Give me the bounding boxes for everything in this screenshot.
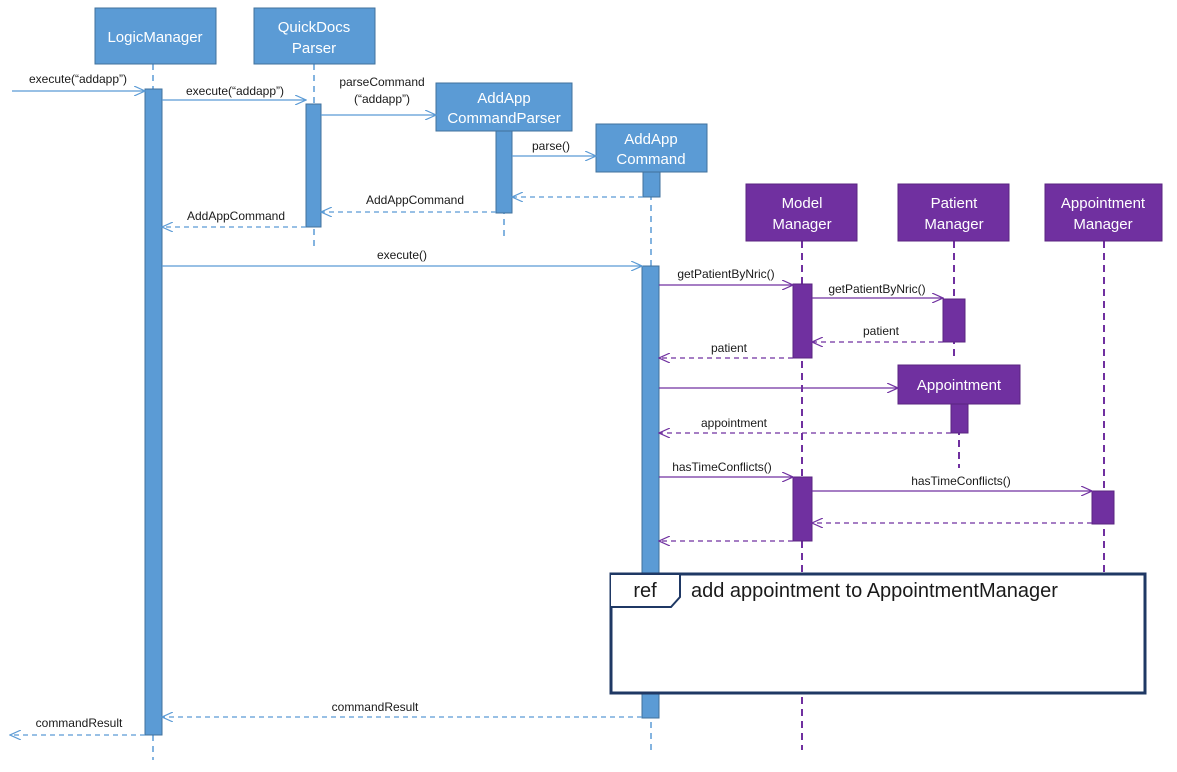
message-return-conflicts-1 <box>0 0 1092 523</box>
message-parse-command: parseCommand (“addapp”) <box>321 75 436 115</box>
activation-addapp-command-parser <box>495 130 513 214</box>
text-line: QuickDocs <box>278 19 351 36</box>
text-line: getPatientByNric() <box>677 267 774 281</box>
message-return-command-result-2: commandResult <box>10 716 145 735</box>
participant-logic-manager: LogicManager <box>94 7 217 65</box>
message-get-patient-by-nric-1: getPatientByNric() <box>659 267 793 285</box>
text-line: AddApp <box>477 90 530 107</box>
text-line: hasTimeConflicts() <box>911 474 1011 488</box>
activation-model-manager-1 <box>792 283 813 359</box>
message-parse: parse() <box>512 139 596 156</box>
message-has-time-conflicts-1: hasTimeConflicts() <box>659 460 793 477</box>
activation-addapp-command-creation <box>642 171 661 198</box>
message-label: parse() <box>532 139 570 153</box>
text-line: Manager <box>772 216 831 233</box>
message-label: execute(“addapp”) <box>186 84 284 98</box>
message-label: hasTimeConflicts() <box>672 460 772 474</box>
participant-label: Appointment <box>917 377 1002 394</box>
message-return-appointment: appointment <box>659 416 951 433</box>
activation-patient-manager <box>942 298 966 343</box>
message-return-conflicts-2 <box>0 0 793 541</box>
activation-appointment <box>950 403 969 434</box>
text-line: execute() <box>377 248 427 262</box>
message-label: parseCommand (“addapp”) <box>339 75 424 106</box>
message-return-addappcommand-1: AddAppCommand <box>366 193 643 207</box>
text-line: commandResult <box>332 700 419 714</box>
message-label: getPatientByNric() <box>677 267 774 281</box>
message-label: patient <box>711 341 748 355</box>
participant-label: LogicManager <box>107 29 202 46</box>
text-line: CommandParser <box>447 110 560 127</box>
activation-model-manager-2 <box>792 476 813 542</box>
text-line: execute(“addapp”) <box>186 84 284 98</box>
message-label: hasTimeConflicts() <box>911 474 1011 488</box>
text-line: execute(“addapp”) <box>29 72 127 86</box>
message-label: getPatientByNric() <box>828 282 925 296</box>
text-line: Appointment <box>1061 195 1146 212</box>
message-execute-addapp-incoming: execute(“addapp”) <box>12 72 145 91</box>
text-line: parseCommand <box>339 75 424 89</box>
text-line: Appointment <box>917 377 1002 394</box>
message-return-addappcommand-2: AddAppCommand <box>162 209 306 227</box>
activation-quickdocs-parser <box>305 103 322 228</box>
message-label: patient <box>863 324 900 338</box>
text-line: AddAppCommand <box>366 193 464 207</box>
text-line: AddApp <box>624 131 677 148</box>
text-line: Parser <box>292 40 336 57</box>
text-line: patient <box>863 324 900 338</box>
message-label: execute(“addapp”) <box>29 72 127 86</box>
ref-title: add appointment to AppointmentManager <box>691 580 1058 602</box>
text-line: Model <box>782 195 823 212</box>
text-line: hasTimeConflicts() <box>672 460 772 474</box>
text-line: getPatientByNric() <box>828 282 925 296</box>
message-label: AddAppCommand <box>187 209 285 223</box>
messages: execute(“addapp”) execute(“addapp”) pars… <box>0 0 1092 735</box>
message-label: execute() <box>377 248 427 262</box>
message-execute: execute() <box>162 248 642 266</box>
message-return-patient-1: patient <box>812 324 943 342</box>
text-line: commandResult <box>36 716 123 730</box>
participant-appointment: Appointment <box>897 364 1021 405</box>
message-has-time-conflicts-2: hasTimeConflicts() <box>812 474 1092 491</box>
message-label: commandResult <box>36 716 123 730</box>
message-create-appointment <box>659 0 898 388</box>
ref-tag: ref <box>633 580 657 602</box>
message-return-command-result-1: commandResult <box>162 700 642 717</box>
message-label: appointment <box>701 416 768 430</box>
activation-logic-manager <box>144 88 163 736</box>
text-line: Manager <box>1073 216 1132 233</box>
text-line: (“addapp”) <box>354 92 410 106</box>
text-line: Manager <box>924 216 983 233</box>
message-label: AddAppCommand <box>366 193 464 207</box>
message-get-patient-by-nric-2: getPatientByNric() <box>812 282 943 298</box>
text-line: LogicManager <box>107 29 202 46</box>
text-line: Command <box>616 151 685 168</box>
text-line: AddAppCommand <box>187 209 285 223</box>
text-line: Patient <box>931 195 979 212</box>
activation-appointment-manager <box>1091 490 1115 525</box>
text-line: appointment <box>701 416 768 430</box>
text-line: parse() <box>532 139 570 153</box>
ref-frame: ref add appointment to AppointmentManage… <box>609 572 1147 695</box>
message-execute-addapp: execute(“addapp”) <box>162 84 306 100</box>
text-line: patient <box>711 341 748 355</box>
message-return-patient-2: patient <box>659 341 793 358</box>
message-label: commandResult <box>332 700 419 714</box>
